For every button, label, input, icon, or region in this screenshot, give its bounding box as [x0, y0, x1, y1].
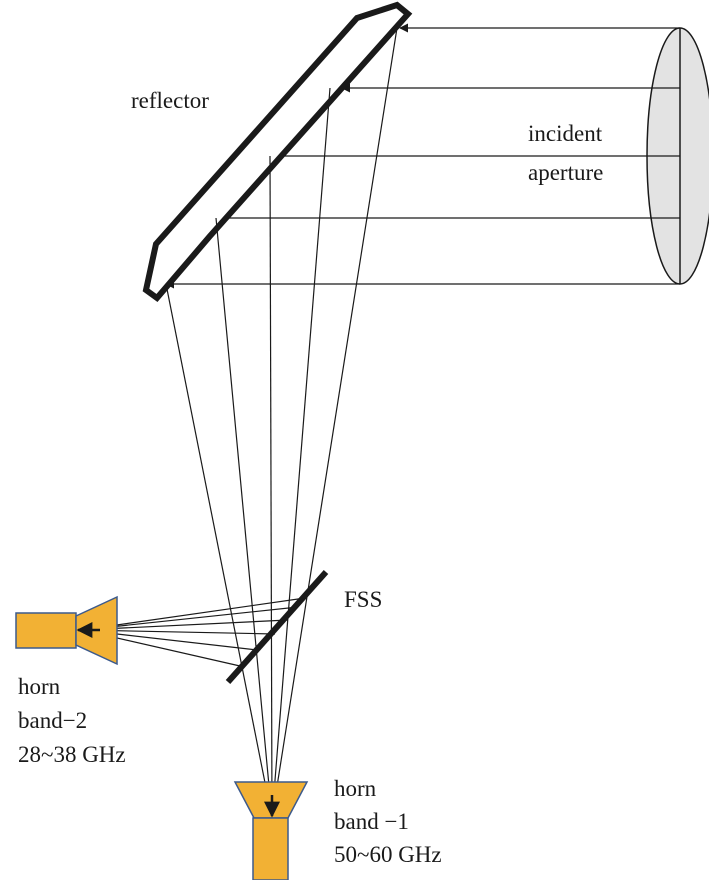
fss-label: FSS [344, 587, 383, 612]
incident-label: incident [528, 121, 603, 146]
horn-band-2-freq: 28~38 GHz [18, 742, 126, 767]
reflector-label: reflector [131, 88, 209, 113]
horn-band-1-band: band −1 [334, 809, 409, 834]
incident-rays [165, 23, 680, 289]
reflected-rays [165, 27, 398, 819]
horn-band-2-band: band−2 [18, 708, 88, 733]
fss-surface [225, 570, 329, 684]
horn-band-2-name: horn [18, 674, 61, 699]
horn-band-1-freq: 50~60 GHz [334, 842, 442, 867]
aperture-label: aperture [528, 160, 604, 185]
reflector [142, 1, 413, 303]
horn-band-1-name: horn [334, 776, 377, 801]
horn-band-2 [15, 595, 118, 666]
